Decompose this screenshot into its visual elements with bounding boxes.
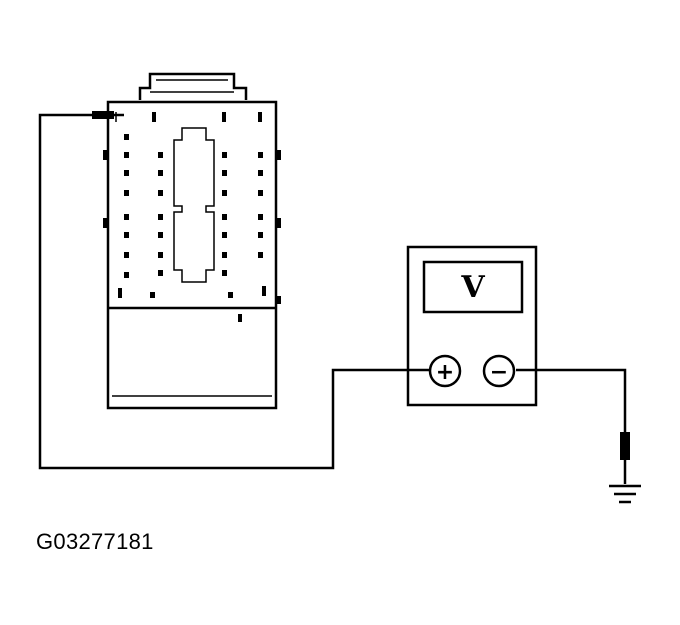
- side-clip: [103, 218, 108, 228]
- pin: [124, 272, 129, 278]
- pin: [124, 134, 129, 140]
- positive-symbol: +: [436, 360, 454, 385]
- pin: [222, 112, 226, 122]
- pin: [228, 292, 233, 298]
- connector-handle: [138, 72, 248, 100]
- pin: [222, 170, 227, 176]
- ground-icon: [609, 432, 641, 504]
- pin: [258, 214, 263, 220]
- ground-probe: [620, 432, 630, 460]
- wire-positive: [38, 113, 431, 470]
- pin: [158, 232, 163, 238]
- pin: [124, 190, 129, 196]
- pin: [222, 232, 227, 238]
- voltmeter-icon: V + −: [406, 245, 538, 407]
- voltmeter-display-label: V: [460, 270, 485, 305]
- connector-cavity: [173, 127, 215, 283]
- side-clip: [103, 150, 108, 160]
- pin: [158, 152, 163, 158]
- side-clip: [276, 296, 281, 304]
- pin: [124, 252, 129, 258]
- pin: [222, 252, 227, 258]
- pin: [222, 214, 227, 220]
- pin: [124, 152, 129, 158]
- pin: [258, 112, 262, 122]
- pin: [158, 252, 163, 258]
- wire-negative: [516, 368, 627, 432]
- pin: [158, 170, 163, 176]
- pin: [258, 152, 263, 158]
- pin: [258, 252, 263, 258]
- connector-body: [106, 100, 278, 410]
- side-clip: [276, 218, 281, 228]
- pin: [158, 190, 163, 196]
- pin: [124, 232, 129, 238]
- figure-id: G03277181: [36, 529, 154, 554]
- voltmeter-display: [422, 260, 524, 314]
- pin: [262, 286, 266, 296]
- pin: [238, 314, 242, 322]
- probe-body: [92, 111, 114, 119]
- pin: [150, 292, 155, 298]
- pin-column-left: [118, 134, 129, 298]
- positive-terminal: [428, 354, 462, 388]
- pin: [152, 112, 156, 122]
- pin: [222, 152, 227, 158]
- pin: [124, 170, 129, 176]
- pin: [222, 190, 227, 196]
- voltmeter-body: [406, 245, 538, 407]
- connector-module-icon: [103, 72, 281, 410]
- pin: [158, 270, 163, 276]
- pin-column-right: [238, 112, 266, 322]
- pin-column-inner-right: [222, 112, 233, 298]
- negative-symbol: −: [490, 360, 508, 385]
- pin: [222, 270, 227, 276]
- side-clip: [276, 150, 281, 160]
- pin: [118, 288, 122, 298]
- probe-icon: [92, 111, 124, 122]
- negative-terminal: [482, 354, 516, 388]
- pin: [258, 170, 263, 176]
- pin-column-inner-left: [150, 112, 163, 298]
- pin: [124, 214, 129, 220]
- pin: [258, 190, 263, 196]
- pin: [258, 232, 263, 238]
- pin: [158, 214, 163, 220]
